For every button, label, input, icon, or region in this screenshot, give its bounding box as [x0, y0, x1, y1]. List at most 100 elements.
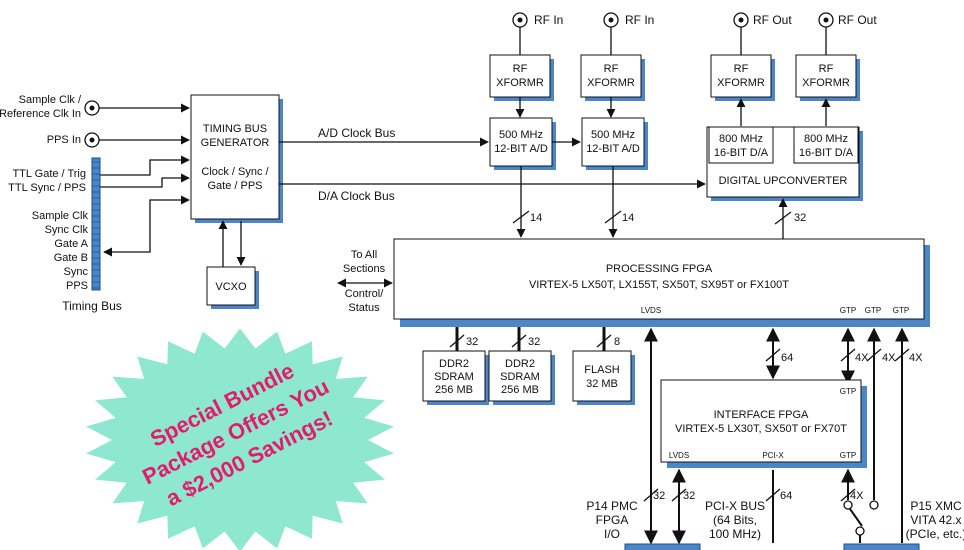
adc-2: 500 MHz 12-BIT A/D — [581, 117, 648, 170]
rf-in-1-label: RF In — [534, 13, 563, 27]
timing-bus-generator: TIMING BUS GENERATOR Clock / Sync / Gate… — [190, 94, 283, 223]
ddr-1-l1: DDR2 — [439, 358, 469, 370]
rf-xformer-out-2: RF XFORMR — [795, 54, 860, 101]
sample-clk-input: Sample Clk / Reference Clk In — [0, 94, 190, 120]
promo-starburst: Special Bundle Package Offers You a $2,0… — [86, 328, 394, 550]
sections-l2: Sections — [343, 263, 386, 275]
timing-bus-label: Timing Bus — [62, 299, 122, 313]
flash-l1: FLASH — [584, 364, 620, 376]
width-64-pcix: 64 — [780, 490, 792, 502]
rf-xformer-in-1: RF XFORMR — [489, 54, 554, 101]
rf-xformer-out-1: RF XFORMR — [710, 54, 775, 101]
flash-memory: FLASH 32 MB — [572, 350, 635, 405]
pcix-bus-label-3: 100 MHz) — [709, 527, 761, 541]
pps-input: PPS In — [47, 132, 190, 148]
switch-pivot-icon — [843, 500, 853, 510]
width-4x-b: 4X — [882, 352, 896, 364]
width-32-ddr-2: 32 — [528, 336, 540, 348]
adc-2-type: 12-BIT A/D — [586, 143, 640, 155]
sections-l3: Control/ — [345, 288, 384, 300]
sections-l1: To All — [351, 249, 377, 261]
da-clock-bus-label: D/A Clock Bus — [318, 189, 395, 203]
processing-fpga-parts: VIRTEX-5 LX50T, LX155T, SX50T, SX95T or … — [529, 279, 789, 291]
pcix-bus-label-1: PCI-X BUS — [705, 499, 765, 513]
starburst-shape — [86, 328, 394, 550]
rf-xformer-in-2: RF XFORMR — [580, 54, 645, 101]
timing-bus-connector — [91, 157, 101, 291]
width-14a: 14 — [530, 212, 542, 224]
width-4x-d: 4X — [850, 490, 864, 502]
upconverter-label: DIGITAL UPCONVERTER — [719, 175, 848, 187]
xformer-label-1: RF — [604, 63, 619, 75]
interface-fpga-title: INTERFACE FPGA — [714, 409, 809, 421]
p14-label-3: I/O — [604, 527, 620, 541]
width-32-upconverter: 32 — [794, 212, 806, 224]
timing-bus-pin-label: Gate A — [54, 238, 88, 250]
ddr2-sdram-1: DDR2 SDRAM 256 MB — [422, 350, 489, 405]
width-4x-c: 4X — [909, 352, 923, 364]
adc-1: 500 MHz 12-BIT A/D — [489, 117, 556, 170]
dac-2-speed: 800 MHz — [804, 133, 848, 145]
rf-in-1: RF In — [512, 12, 563, 55]
ttl-sync-label: TTL Sync / PPS — [8, 182, 86, 194]
timing-bus-pin-label: Gate B — [54, 252, 88, 264]
vcxo-label: VCXO — [215, 281, 247, 293]
interface-fpga-pcix: PCI-X — [762, 451, 784, 460]
p15-label-3: (PCIe, etc.) — [906, 527, 964, 541]
xformer-label-1: RF — [819, 63, 834, 75]
timing-gen-l2: GENERATOR — [201, 137, 270, 149]
ad-clock-bus-label: A/D Clock Bus — [318, 126, 395, 140]
processing-fpga-lvds: LVDS — [641, 306, 661, 315]
interface-fpga-parts: VIRTEX-5 LX30T, SX50T or FX70T — [675, 423, 847, 435]
interface-fpga-gtp-bottom: GTP — [840, 451, 856, 460]
ddr-1-l3: 256 MB — [435, 384, 473, 396]
pcix-bus-label-2: (64 Bits, — [713, 513, 757, 527]
timing-gen-l4: Gate / PPS — [207, 180, 262, 192]
dac-upconverter: 800 MHz 16-BIT D/A 800 MHz 16-BIT D/A DI… — [706, 126, 863, 201]
rf-out-2: RF Out — [818, 12, 877, 55]
xformer-label-1: RF — [513, 63, 528, 75]
sample-clk-label-2: Reference Clk In — [0, 108, 81, 120]
ttl-gate-label: TTL Gate / Trig — [12, 168, 86, 180]
adc-2-speed: 500 MHz — [591, 129, 635, 141]
adc-1-speed: 500 MHz — [499, 129, 543, 141]
switch-contact-icon — [869, 500, 879, 510]
width-32-p14-a: 32 — [653, 490, 665, 502]
sample-clk-label-1: Sample Clk / — [19, 94, 82, 106]
dac-1-speed: 800 MHz — [719, 133, 763, 145]
processing-fpga-gtp-2: GTP — [865, 306, 881, 315]
rf-out-1-label: RF Out — [753, 13, 792, 27]
p15-label-1: P15 XMC — [910, 499, 962, 513]
timing-gen-l3: Clock / Sync / — [201, 166, 269, 178]
processing-fpga-gtp-3: GTP — [893, 306, 909, 315]
sections-l4: Status — [348, 302, 380, 314]
p14-label-1: P14 PMC — [586, 499, 638, 513]
rf-in-2: RF In — [603, 12, 654, 55]
vcxo: VCXO — [206, 266, 259, 309]
timing-bus-pin-label: PPS — [66, 280, 88, 292]
adc-1-type: 12-BIT A/D — [494, 143, 548, 155]
rf-in-2-label: RF In — [625, 13, 654, 27]
processing-fpga: PROCESSING FPGA VIRTEX-5 LX50T, LX155T, … — [393, 238, 930, 327]
width-32-ddr-1: 32 — [466, 336, 478, 348]
width-8-flash: 8 — [614, 336, 620, 348]
xformer-label-2: XFORMR — [496, 77, 544, 89]
p14-label-2: FPGA — [596, 513, 629, 527]
rf-out-1: RF Out — [733, 12, 792, 55]
width-32-p14-b: 32 — [683, 490, 695, 502]
processing-fpga-gtp-1: GTP — [840, 306, 856, 315]
xformer-label-2: XFORMR — [717, 77, 765, 89]
xformer-label-1: RF — [734, 63, 749, 75]
p15-label-2: VITA 42.x — [910, 513, 961, 527]
xformer-label-2: XFORMR — [802, 77, 850, 89]
interface-fpga-lvds: LVDS — [669, 451, 689, 460]
processing-fpga-title: PROCESSING FPGA — [606, 263, 713, 275]
width-14b: 14 — [622, 212, 634, 224]
interface-fpga-gtp-top: GTP — [840, 387, 856, 396]
ddr-2-l2: SDRAM — [500, 371, 540, 383]
timing-gen-l1: TIMING BUS — [203, 123, 267, 135]
xformer-label-2: XFORMR — [587, 77, 635, 89]
ddr-2-l3: 256 MB — [501, 384, 539, 396]
